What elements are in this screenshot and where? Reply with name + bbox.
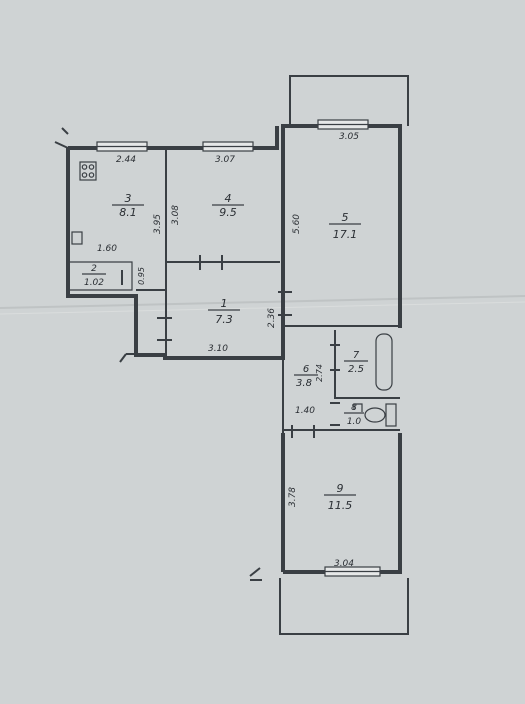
room-number: 7 (353, 350, 360, 361)
window-room5 (317, 119, 369, 130)
dimension-label: 3.05 (339, 132, 359, 142)
room-label-6: 6 3.8 (294, 364, 318, 389)
room-number: 2 (91, 264, 97, 274)
interior-walls (70, 150, 400, 433)
room-label-9: 9 11.5 (324, 482, 356, 512)
radiator-mark (353, 403, 363, 412)
entry-mark (54, 127, 262, 581)
room-label-4: 4 9.5 (212, 192, 244, 219)
paper-fold (0, 295, 525, 309)
room-area: 7.3 (215, 313, 233, 326)
room-area: 2.5 (348, 364, 364, 375)
dimension-label: 0.95 (137, 267, 146, 285)
door-marks (121, 255, 340, 438)
dimension-label: 1.40 (295, 406, 315, 416)
room-label-7: 7 2.5 (344, 350, 368, 375)
dimension-label: 5.60 (292, 214, 302, 234)
room-area: 3.8 (296, 378, 312, 389)
stove-icon (79, 161, 97, 181)
dimension-label: 2.74 (315, 364, 324, 382)
toilet-icon (364, 403, 397, 427)
dimension-label: 3.08 (171, 205, 181, 225)
sink-icon (71, 231, 83, 245)
window-room3 (96, 141, 148, 152)
room-label-8: 8 1.0 (344, 403, 364, 427)
dimension-label: 3.04 (334, 559, 354, 569)
dimension-label: 1.60 (97, 244, 117, 254)
bathtub-icon (375, 333, 393, 391)
room-number: 5 (342, 211, 349, 224)
dimension-label: 3.07 (215, 155, 235, 165)
room-area: 11.5 (328, 499, 353, 512)
room-label-5: 5 17.1 (329, 211, 361, 241)
room-number: 1 (221, 297, 228, 310)
room-number: 9 (337, 482, 344, 495)
room-area: 8.1 (119, 206, 137, 219)
room-label-2: 2 1.02 (82, 264, 106, 288)
window-room9 (324, 566, 381, 577)
room-number: 4 (225, 192, 232, 205)
room-area: 9.5 (219, 206, 237, 219)
paper-fold (0, 301, 525, 315)
upper-balcony (289, 75, 409, 126)
window-room4 (202, 141, 254, 152)
room-area: 1.0 (347, 417, 362, 427)
dimension-label: 2.36 (267, 308, 277, 328)
dimension-label: 3.95 (153, 214, 163, 234)
room-label-1: 1 7.3 (208, 297, 240, 326)
room-number: 8 (351, 403, 357, 413)
room-number: 6 (303, 364, 309, 375)
dimension-label: 2.44 (116, 155, 136, 165)
room-label-3: 3 8.1 (112, 192, 144, 219)
lower-balcony (279, 578, 409, 635)
room-area: 1.02 (84, 278, 104, 288)
dimension-label: 3.78 (288, 487, 298, 507)
room-area: 17.1 (333, 228, 358, 241)
room-number: 3 (125, 192, 132, 205)
dimension-label: 3.10 (208, 344, 228, 354)
